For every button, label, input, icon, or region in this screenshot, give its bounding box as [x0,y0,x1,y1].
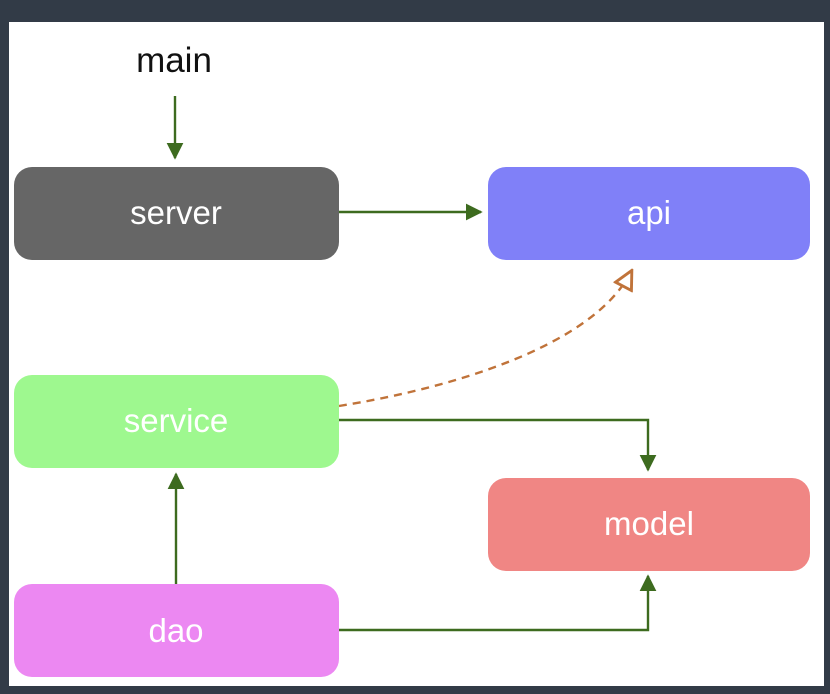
edge-service-to-api-dashed [338,272,631,408]
node-server[interactable]: server [14,167,339,260]
node-model-box [488,478,810,571]
node-service-box [14,375,339,468]
node-service[interactable]: service [14,375,339,468]
node-model[interactable]: model [488,478,810,571]
node-api[interactable]: api [488,167,810,260]
node-api-label: api [627,194,671,231]
node-server-box [14,167,339,260]
edge-service-to-model [339,418,657,472]
entry-label-main: main [136,41,212,80]
diagram-canvas [9,22,824,686]
node-service-label: service [124,402,229,439]
node-server-label: server [130,194,222,231]
node-dao[interactable]: dao [14,584,339,677]
node-dao-label: dao [148,612,203,649]
node-model-label: model [604,505,694,542]
node-api-box [488,167,810,260]
edge-dao-to-model [339,574,657,632]
node-dao-box [14,584,339,677]
